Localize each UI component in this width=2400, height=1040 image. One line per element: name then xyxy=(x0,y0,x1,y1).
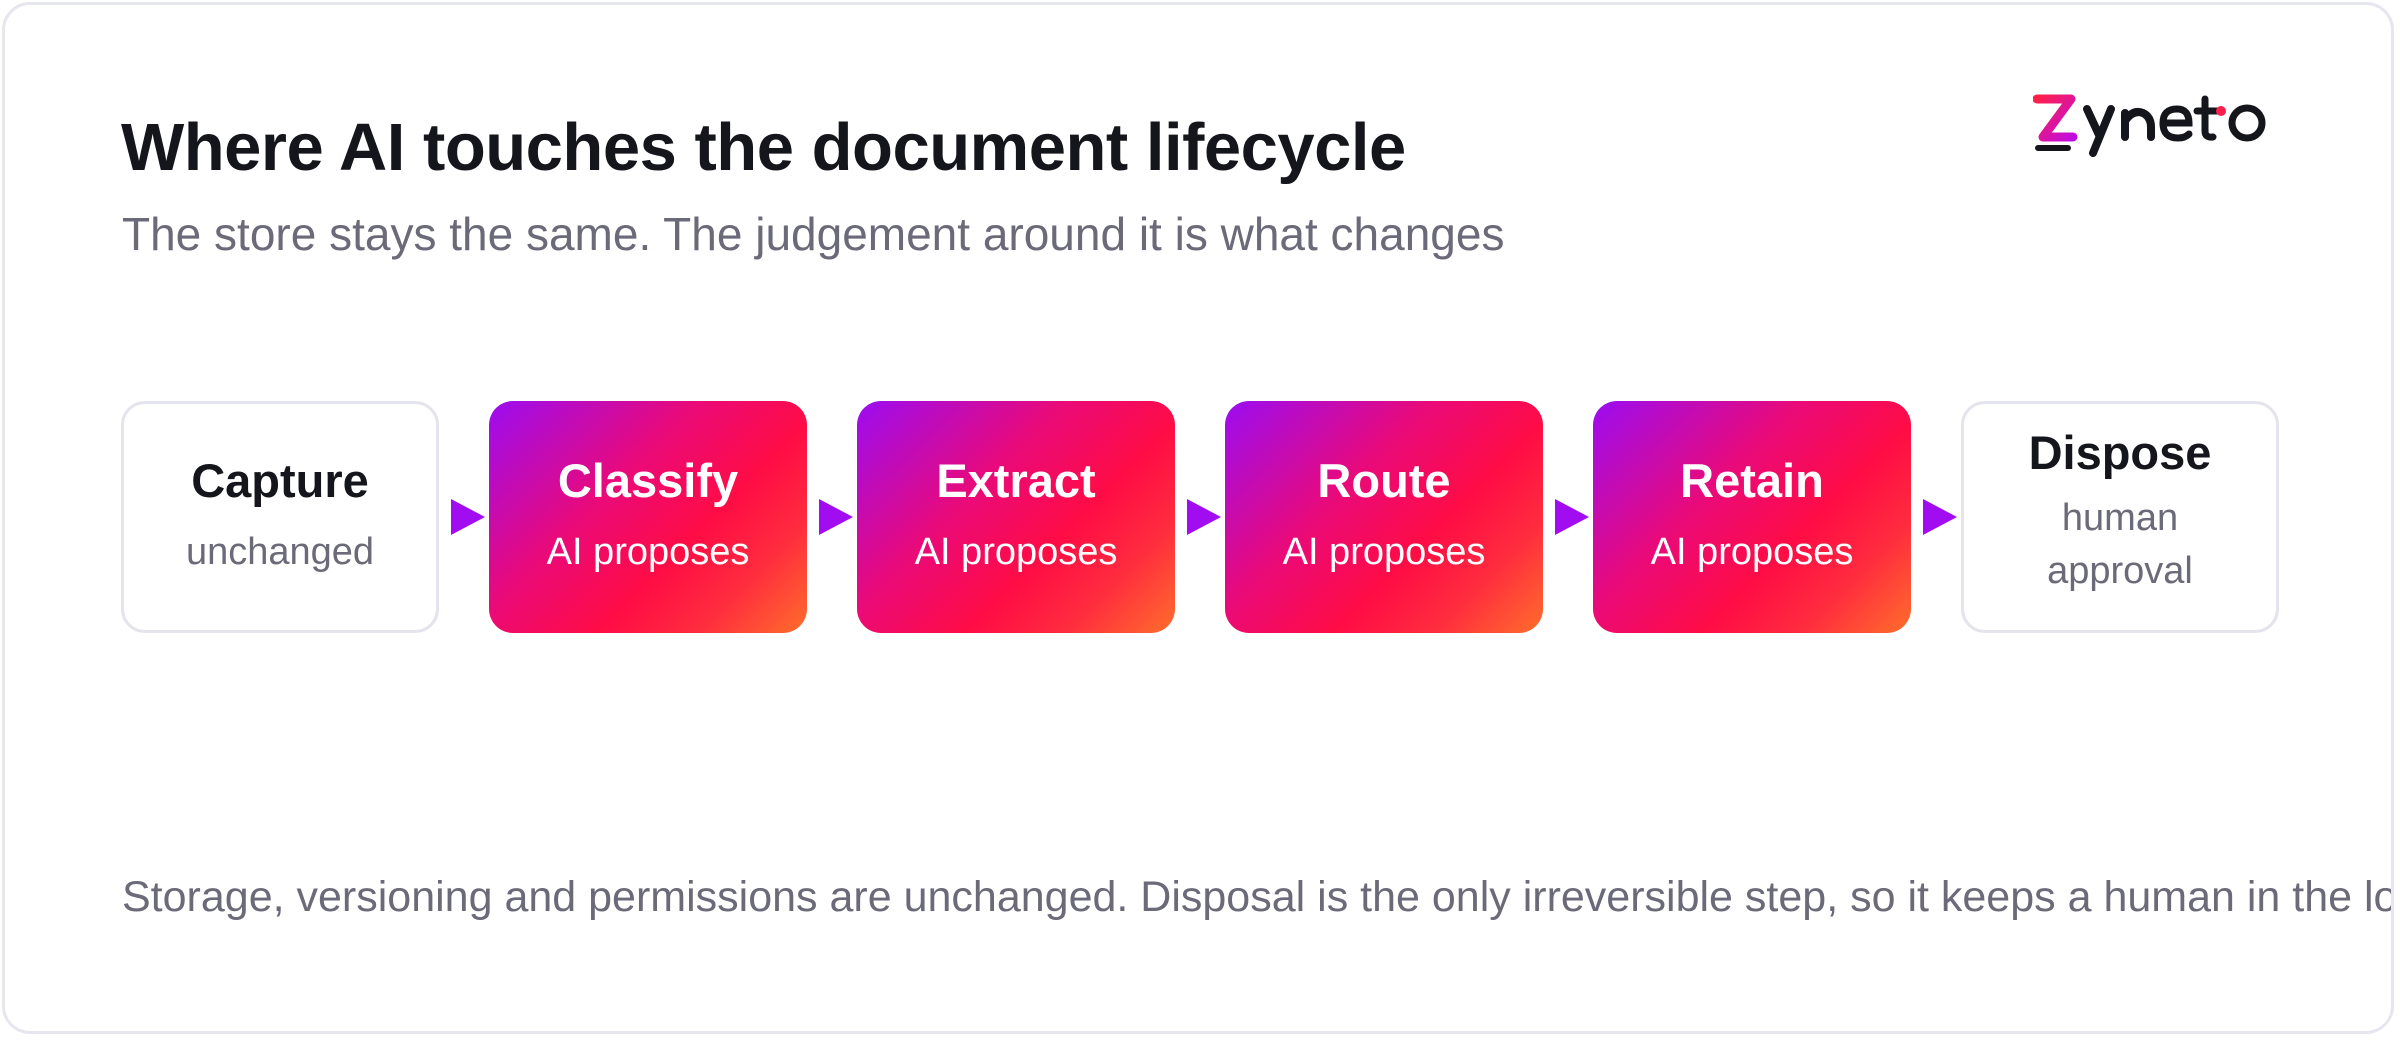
stage-note: AI proposes xyxy=(546,531,750,574)
flow-arrow-icon xyxy=(1555,499,1589,535)
page-title: Where AI touches the document lifecycle xyxy=(121,110,1406,185)
stage-route: Route AI proposes xyxy=(1225,401,1543,633)
stage-name: Classify xyxy=(557,454,739,508)
stage-name: Retain xyxy=(1680,454,1824,508)
stage-note: AI proposes xyxy=(914,531,1118,574)
stage-name: Extract xyxy=(936,454,1096,508)
stage-note: unchanged xyxy=(185,531,375,574)
stage-note: human approval xyxy=(2047,496,2193,593)
stage-dispose: Dispose human approval xyxy=(1961,401,2279,633)
flow-arrow-icon xyxy=(1923,499,1957,535)
stage-capture: Capture unchanged xyxy=(121,401,439,633)
stage-extract: Extract AI proposes xyxy=(857,401,1175,633)
zyneto-logo xyxy=(2033,94,2266,157)
stage-classify: Classify AI proposes xyxy=(489,401,807,633)
stage-retain: Retain AI proposes xyxy=(1593,401,1911,633)
stage-note: AI proposes xyxy=(1650,531,1854,574)
flow-arrow-icon xyxy=(451,499,485,535)
page-subtitle: The store stays the same. The judgement … xyxy=(122,208,1505,260)
footnote: Storage, versioning and permissions are … xyxy=(122,873,2394,921)
stage-name: Capture xyxy=(191,454,369,508)
stage-name: Dispose xyxy=(2028,425,2212,479)
flow-arrow-icon xyxy=(1187,499,1221,535)
stage-name: Route xyxy=(1317,454,1451,508)
flow-arrow-icon xyxy=(819,499,853,535)
stage-note: AI proposes xyxy=(1282,531,1486,574)
